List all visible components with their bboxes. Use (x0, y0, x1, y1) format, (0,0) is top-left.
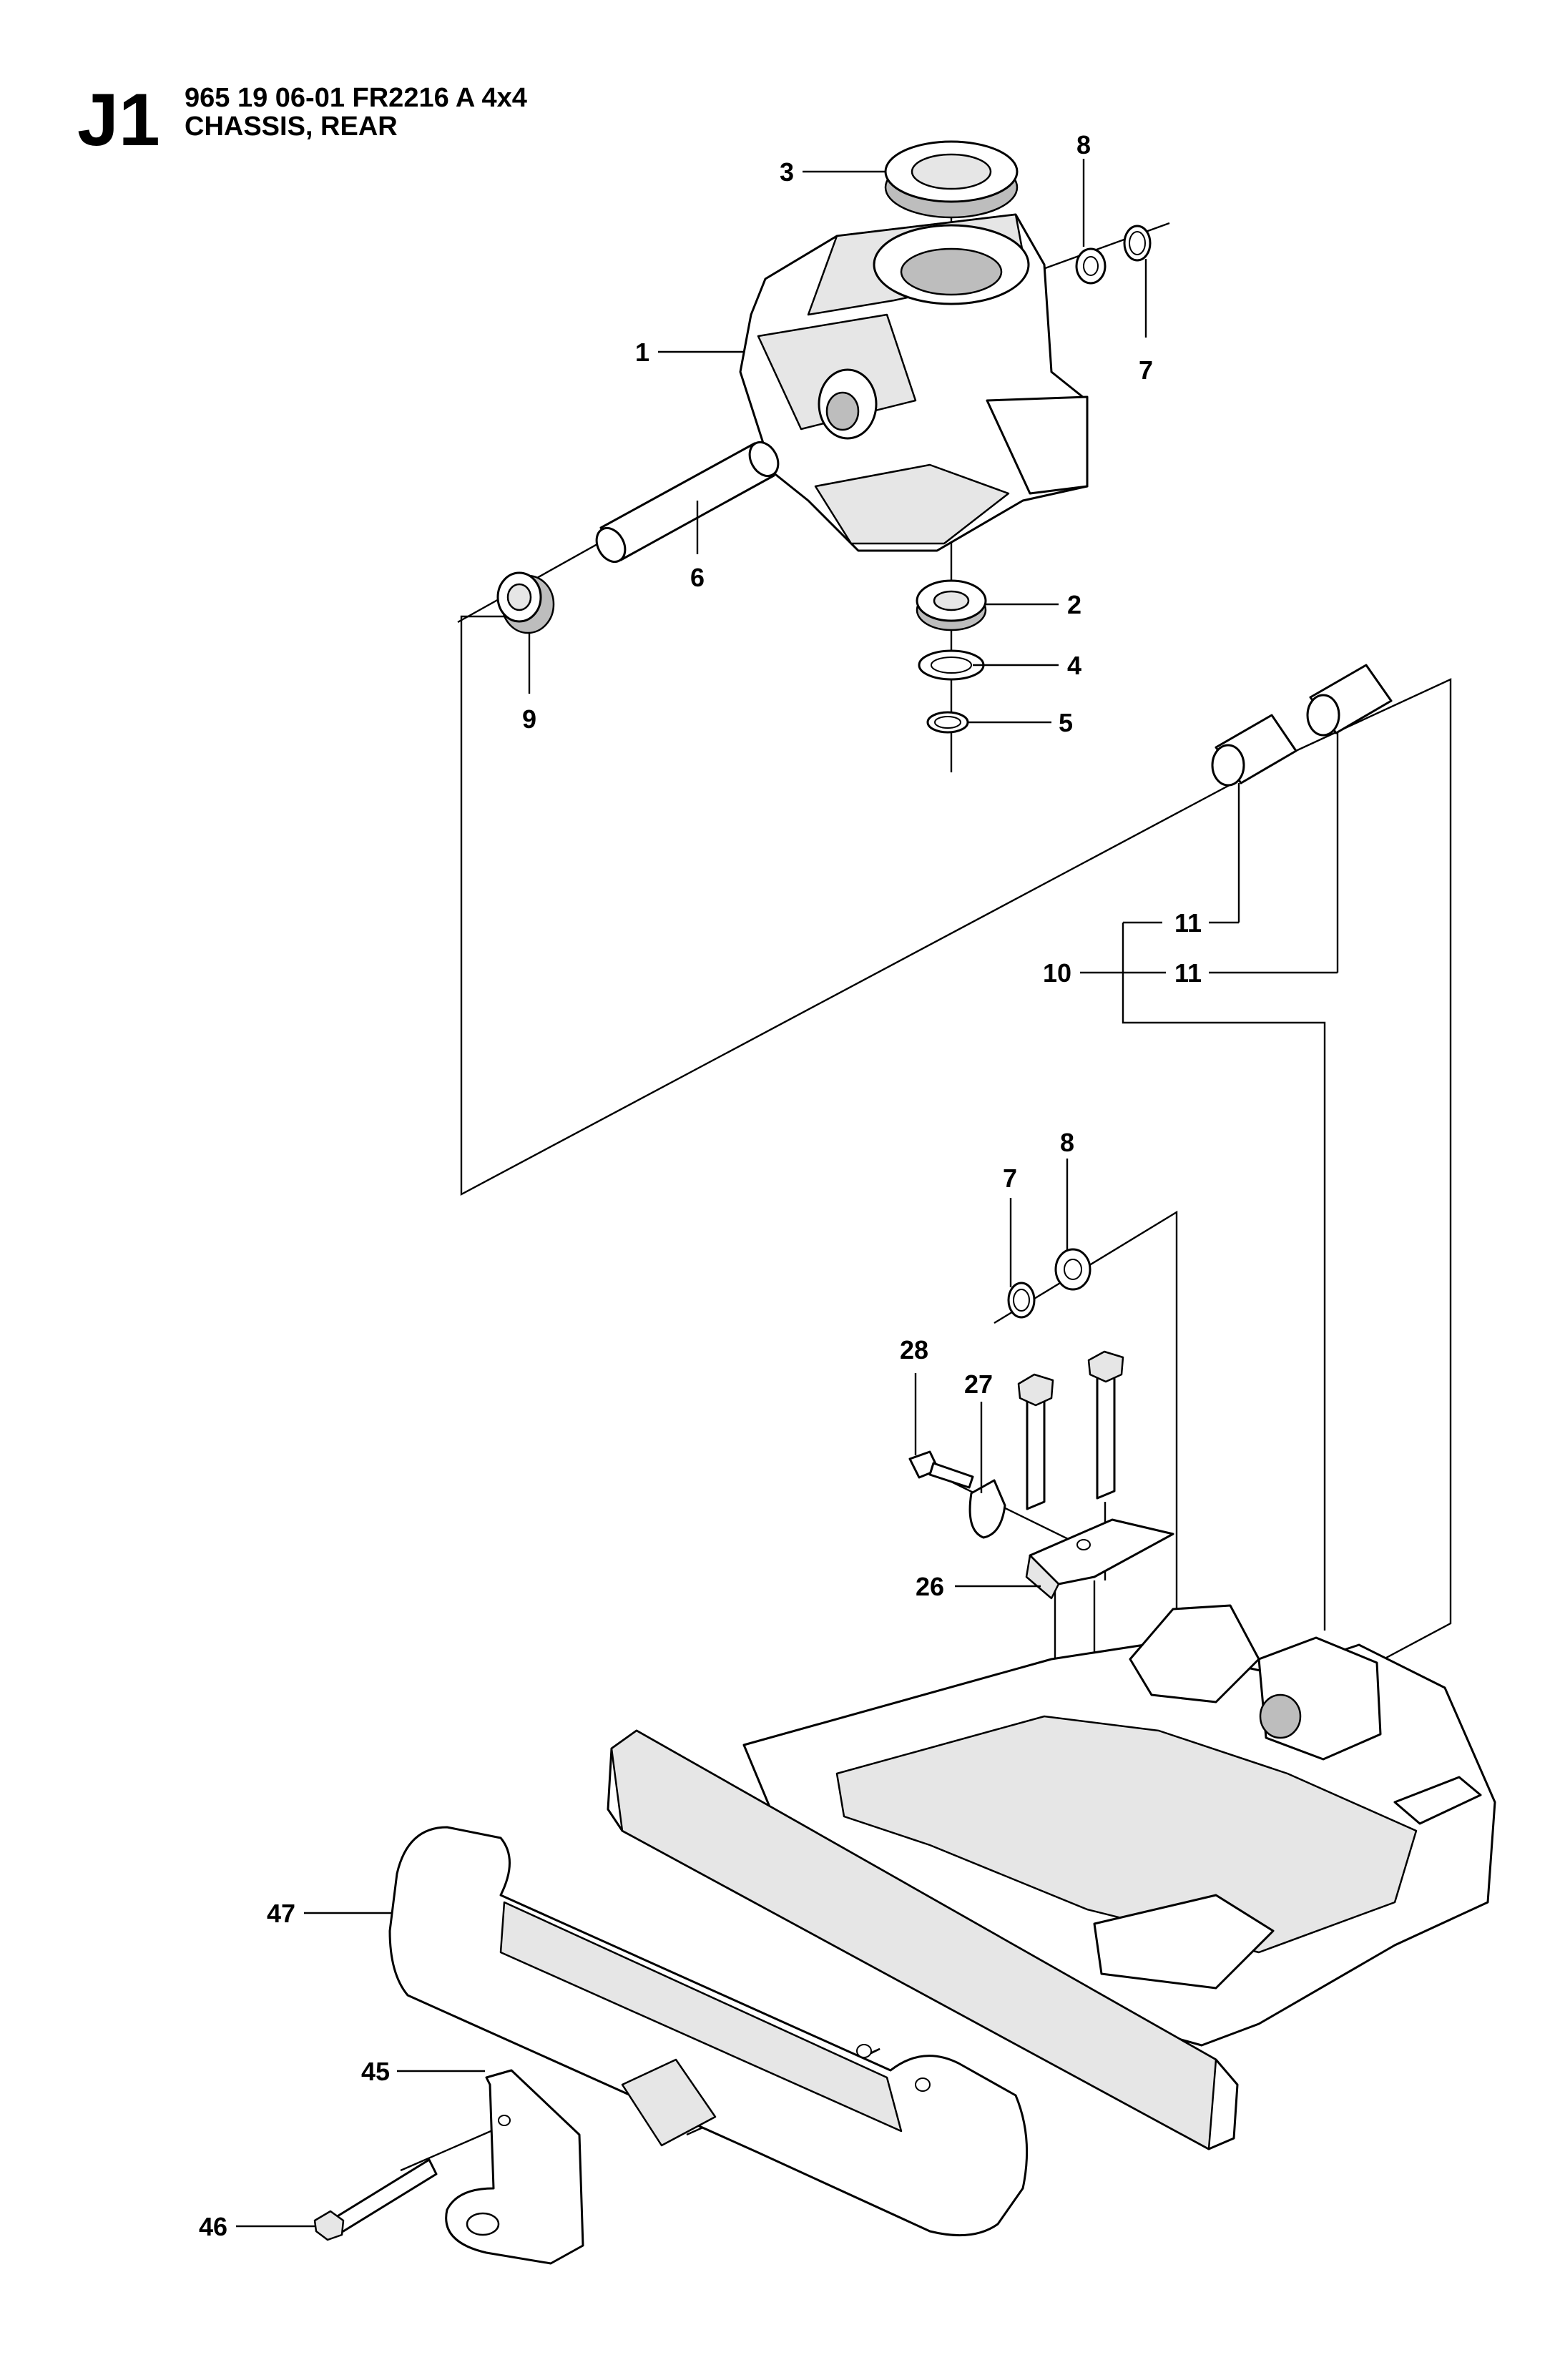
callout-label: 28 (900, 1335, 928, 1364)
hitch-bracket-icon (445, 2069, 584, 2265)
hitch-bolt-icon (313, 2158, 438, 2241)
callout-label: 5 (1059, 708, 1073, 737)
top-seal-bearing-icon (884, 140, 1019, 219)
clip-icon (968, 1479, 1006, 1539)
callout-label: 45 (361, 2057, 390, 2086)
bushing-icon (496, 571, 555, 634)
lock-ring-icon (1123, 225, 1152, 262)
rear-bumper-plate-icon (607, 1729, 1239, 2150)
callout-label: 6 (690, 563, 705, 592)
callout-group: 1 2 3 4 5 6 7 8 9 10 (199, 130, 1338, 2241)
callout-label: 3 (780, 157, 794, 187)
callout-label: 7 (1139, 355, 1153, 385)
washer-icon (1075, 247, 1107, 285)
callout-label: 7 (1003, 1164, 1017, 1193)
rear-chassis-frame-icon (742, 1604, 1496, 2047)
callout-label: 26 (916, 1572, 944, 1601)
callout-label: 46 (199, 2212, 227, 2241)
callout-label: 11 (1174, 958, 1202, 988)
callout-label: 47 (267, 1899, 295, 1928)
callout-label: 11 (1174, 908, 1202, 938)
steering-knuckle-housing-icon (739, 213, 1089, 552)
bracket-icon (1025, 1518, 1174, 1600)
callout-label: 27 (964, 1370, 993, 1399)
callout-label: 8 (1060, 1128, 1074, 1157)
sleeve-pair-icon (1211, 664, 1393, 787)
callout-label: 1 (635, 338, 649, 367)
circlip-icon (926, 711, 969, 734)
screw-icon (908, 1450, 974, 1489)
rear-bumper-weight-icon (388, 1826, 1029, 2237)
callout-label: 4 (1067, 651, 1081, 680)
lower-washer-icon (1054, 1248, 1091, 1291)
pivot-shaft-icon (595, 441, 780, 564)
bearing-icon (916, 579, 987, 631)
retaining-ring-icon (918, 649, 985, 681)
model-number: 965 19 06-01 FR2216 A 4x4 (185, 83, 527, 113)
lower-lock-ring-icon (1007, 1282, 1036, 1319)
callout-label: 2 (1067, 590, 1081, 619)
callout-label: 8 (1076, 130, 1091, 159)
callout-label: 9 (522, 704, 536, 734)
bolt-pair-icon (1017, 1350, 1124, 1510)
diagram-title: CHASSIS, REAR (185, 112, 398, 142)
callout-label: 10 (1043, 958, 1071, 988)
page-code: J1 (77, 79, 160, 162)
